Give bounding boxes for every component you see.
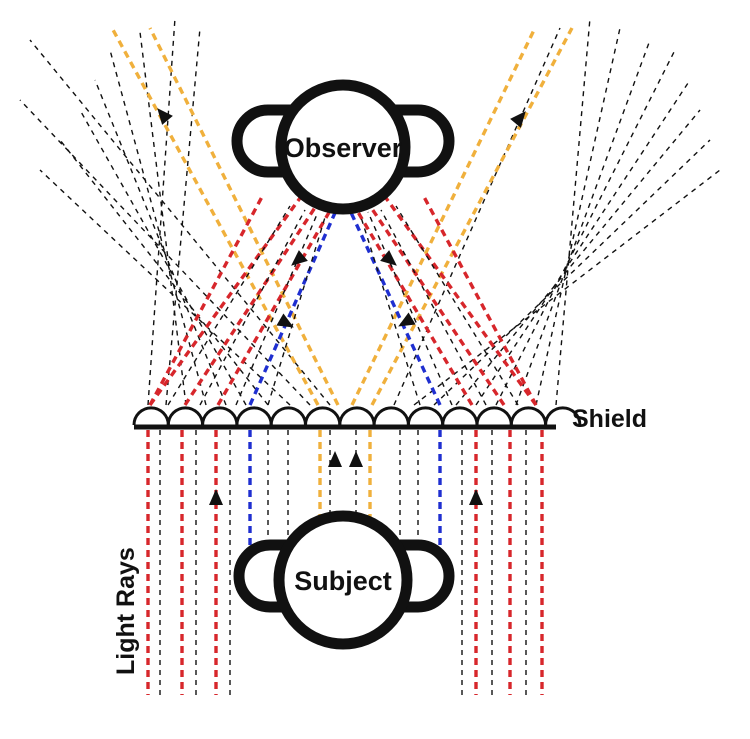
arrow-head (209, 489, 223, 505)
red-ray-to-observer (384, 197, 538, 406)
red-ray-to-observer (364, 199, 506, 406)
reflected-ray-right (495, 49, 676, 406)
shield-lens (132, 406, 170, 426)
reflected-ray-right (455, 109, 701, 406)
triangle-arrow-icon (328, 451, 342, 467)
red-ray-to-observer (216, 201, 337, 406)
triangle-arrow-icon (510, 111, 526, 128)
shield-lens (235, 406, 273, 426)
shield-lens (338, 406, 376, 426)
reflected-ray-left (19, 99, 311, 406)
shield-lens (166, 406, 205, 426)
light-rays-label: Light Rays (112, 547, 140, 675)
orange-ray-left (148, 27, 340, 406)
black-ray-to-observer (235, 211, 319, 406)
reflected-ray-left (147, 17, 176, 406)
blue-ray-to-observer (346, 205, 442, 406)
triangle-arrow-icon (209, 489, 223, 505)
direction-arrows (157, 108, 526, 505)
black-ray-to-observer (380, 209, 487, 406)
reflected-ray-right (433, 139, 711, 406)
observer-head-icon: Observer (231, 79, 455, 215)
triangle-arrow-icon (398, 312, 416, 327)
incoming-rays-group (146, 430, 544, 695)
black-ray-to-observer (367, 211, 453, 406)
shield-lens (372, 406, 410, 426)
arrow-head (291, 250, 308, 266)
shield-label: Shield (572, 405, 647, 433)
reflected-ray-left (59, 139, 269, 406)
subject-label: Subject (294, 566, 392, 596)
reflected-ray-left (79, 109, 247, 406)
red-ray-to-observer (183, 199, 322, 406)
triangle-arrow-icon (291, 250, 308, 266)
black-ray-to-observer (167, 205, 291, 406)
reflected-ray-right (393, 27, 561, 406)
reflected-ray-left (29, 39, 331, 406)
black-ray-to-observer (267, 213, 327, 406)
subject-head-icon: Subject (233, 510, 455, 650)
shield-lens (441, 406, 479, 426)
reflected-ray-right (535, 27, 621, 406)
shield-lens (201, 406, 239, 426)
triangle-arrow-icon (349, 451, 363, 467)
reflected-ray-right (413, 169, 721, 406)
arrow-head (349, 451, 363, 467)
reflected-ray-right (475, 79, 691, 406)
shield-lens (406, 406, 445, 426)
triangle-arrow-icon (276, 313, 294, 328)
reflected-ray-right (555, 17, 591, 406)
red-ray-cross (148, 194, 265, 406)
black-ray-to-observer (359, 213, 421, 406)
reflected-ray-left (94, 79, 227, 406)
arrow-head (276, 313, 294, 328)
arrow-head (469, 489, 483, 505)
shield-lens (304, 406, 342, 426)
reflected-ray-right (515, 39, 651, 406)
arrow-head (398, 312, 416, 327)
reflected-ray-left (109, 49, 207, 406)
triangle-arrow-icon (157, 108, 173, 125)
shield-lens (544, 406, 582, 426)
shield-lens (509, 406, 548, 426)
triangle-arrow-icon (380, 250, 397, 266)
red-ray-to-observer (148, 197, 302, 406)
reflected-ray-left (165, 27, 201, 406)
reflected-rays-group (19, 17, 721, 406)
observer-label: Observer (284, 133, 403, 163)
shield-lens (475, 406, 513, 426)
blue-ray-to-observer (248, 205, 340, 406)
black-ray-to-observer (199, 209, 306, 406)
reflected-ray-left (39, 169, 291, 406)
shield-lenses (132, 406, 582, 426)
arrow-head (380, 250, 397, 266)
shield: Shield (132, 405, 647, 433)
arrow-head (510, 111, 526, 128)
shield-lens (269, 406, 307, 426)
arrow-head (328, 451, 342, 467)
arrow-head (157, 108, 173, 125)
red-ray-to-observer (350, 201, 474, 406)
orange-ray-right (350, 27, 537, 406)
red-ray-cross (421, 194, 538, 406)
triangle-arrow-icon (469, 489, 483, 505)
black-ray-to-observer (395, 205, 519, 406)
